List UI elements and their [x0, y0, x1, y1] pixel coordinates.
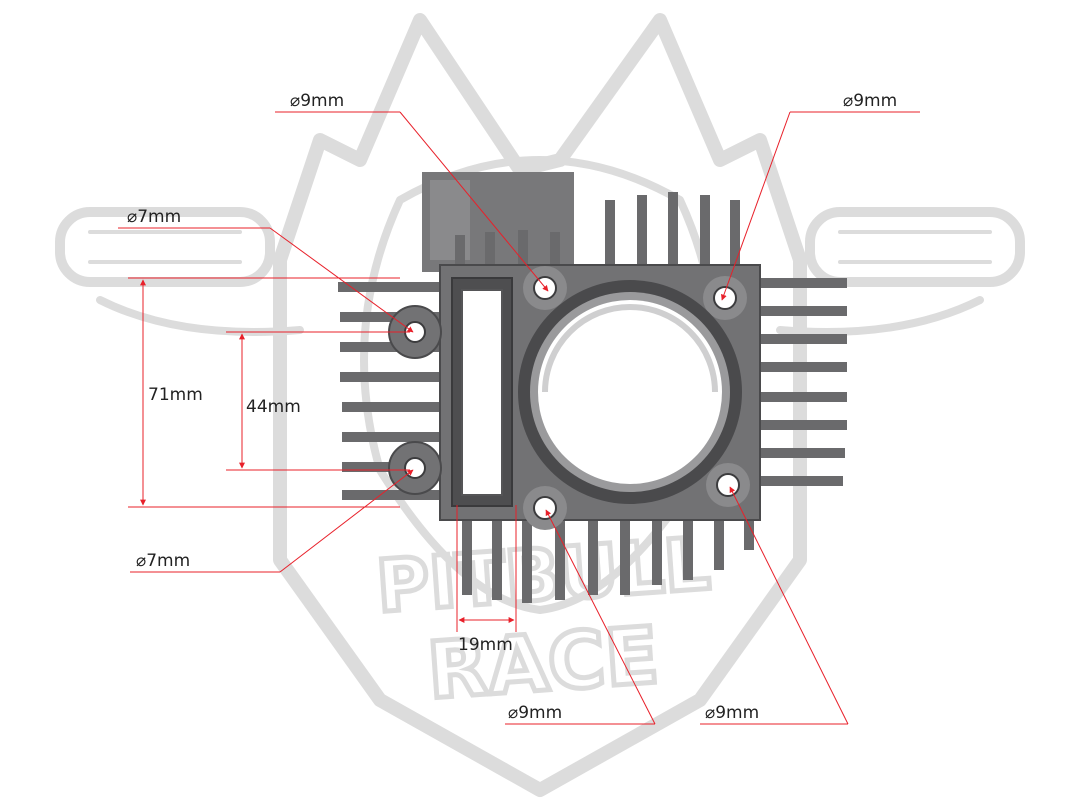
hole-bottom-right [716, 473, 740, 497]
annotation-labels: ⌀9mm ⌀9mm ⌀7mm ⌀7mm ⌀9mm ⌀9mm 71mm 44mm … [127, 91, 897, 723]
label-hole-bottom-left: ⌀9mm [508, 703, 562, 723]
label-hole-top-right: ⌀9mm [843, 91, 897, 111]
stud-hole-lower-left [404, 457, 426, 479]
watermark-text-line2: RACE [425, 611, 662, 717]
top-fins [455, 192, 740, 280]
label-stud-upper-left: ⌀7mm [127, 207, 181, 227]
hole-bottom-left [533, 496, 557, 520]
right-fins [735, 278, 847, 486]
watermark-logo [55, 13, 1025, 797]
cylinder-part [338, 172, 847, 603]
label-stud-lower-left: ⌀7mm [136, 551, 190, 571]
label-hole-top-left: ⌀9mm [290, 91, 344, 111]
label-dim-44: 44mm [246, 397, 301, 417]
label-hole-bottom-right: ⌀9mm [705, 703, 759, 723]
label-dim-19: 19mm [458, 635, 513, 655]
label-dim-71: 71mm [148, 385, 203, 405]
bore [538, 300, 722, 484]
annotations [118, 111, 920, 725]
